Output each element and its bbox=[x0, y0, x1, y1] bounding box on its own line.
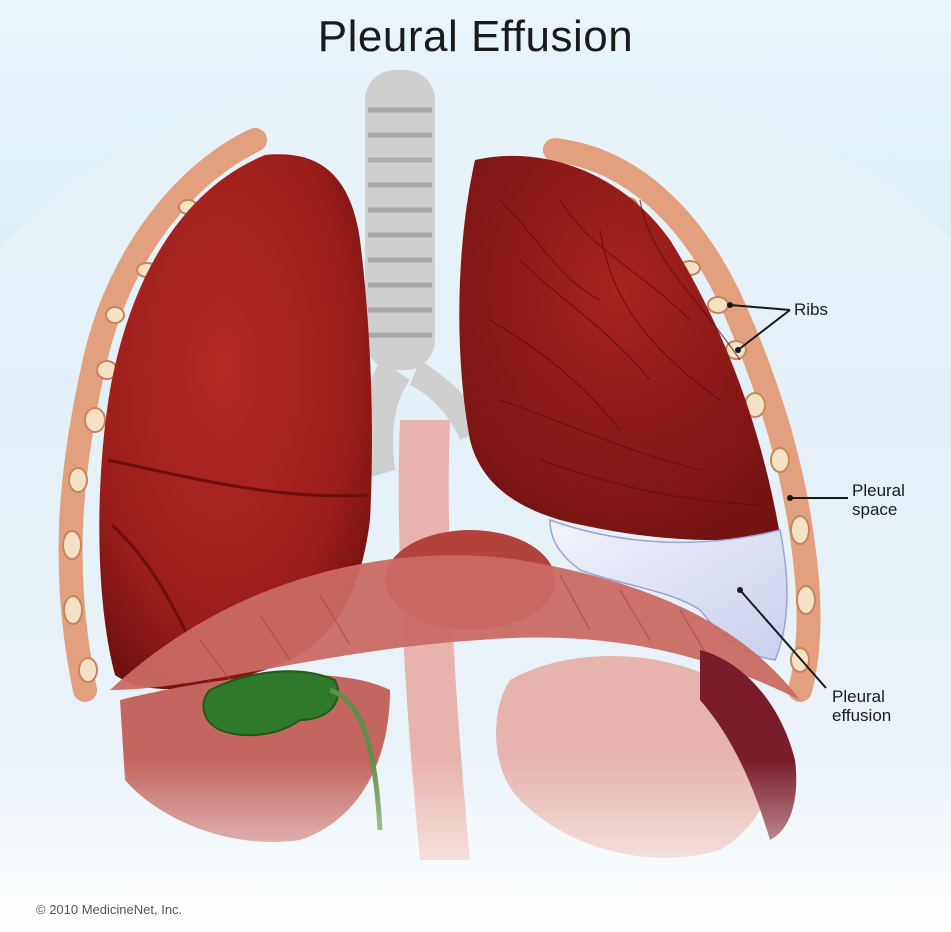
copyright-notice: © 2010 MedicineNet, Inc. bbox=[36, 902, 182, 917]
label-ribs: Ribs bbox=[794, 300, 828, 319]
label-pleural-space: Pleural space bbox=[852, 481, 905, 519]
diagram-title: Pleural Effusion bbox=[0, 12, 951, 62]
label-pleural-effusion: Pleural effusion bbox=[832, 687, 891, 725]
